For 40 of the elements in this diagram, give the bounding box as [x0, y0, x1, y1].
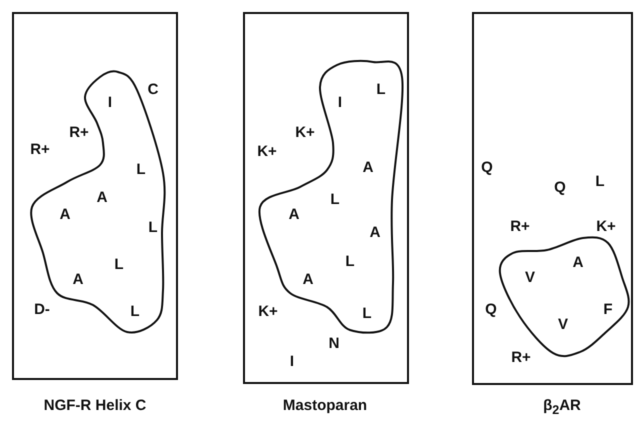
residue-letter: L: [114, 257, 124, 273]
residue-letter: I: [338, 95, 342, 111]
residue-letter: Q: [481, 160, 493, 176]
residue-letter: Q: [554, 180, 566, 196]
residue-letter: A: [60, 207, 70, 223]
residue-letter: K+: [295, 125, 315, 141]
residue-letter: L: [595, 174, 605, 190]
residue-letter: L: [330, 192, 340, 208]
residue-letter: R+: [69, 125, 89, 141]
residue-letter: Q: [485, 302, 497, 318]
residue-letter: A: [72, 272, 84, 288]
residue-letter: I: [290, 354, 294, 370]
residue-letter: R+: [511, 350, 531, 366]
residue-letter: N: [328, 336, 340, 352]
residue-letter: R+: [510, 219, 530, 235]
panel-caption: Mastoparan: [282, 397, 368, 415]
residue-letter: L: [148, 220, 158, 236]
residue-letter: L: [130, 304, 140, 320]
residue-letter: F: [603, 302, 613, 318]
residue-letter: L: [362, 306, 372, 322]
residue-letter: L: [136, 162, 146, 178]
residue-letter: A: [370, 225, 380, 241]
panel-caption: NGF-R Helix C: [44, 397, 146, 415]
residue-letter: A: [362, 160, 374, 176]
residue-letter: A: [572, 255, 584, 271]
panel-caption: β$_{2}$AR: [543, 397, 581, 419]
residue-letter: V: [525, 270, 535, 286]
residue-letter: V: [558, 317, 568, 333]
residue-letter: K+: [257, 144, 277, 160]
residue-letter: L: [345, 254, 355, 270]
residue-letter: A: [288, 207, 300, 223]
residue-letter: R+: [30, 142, 50, 158]
residue-letter: A: [96, 190, 108, 206]
residue-letter: C: [148, 82, 158, 98]
residue-letter: K+: [596, 219, 616, 235]
residue-letter: A: [302, 272, 314, 288]
residue-letter: L: [376, 82, 386, 98]
residue-letter: K+: [258, 304, 278, 320]
residue-letter: I: [108, 95, 112, 111]
residue-letter: D-: [34, 302, 50, 318]
